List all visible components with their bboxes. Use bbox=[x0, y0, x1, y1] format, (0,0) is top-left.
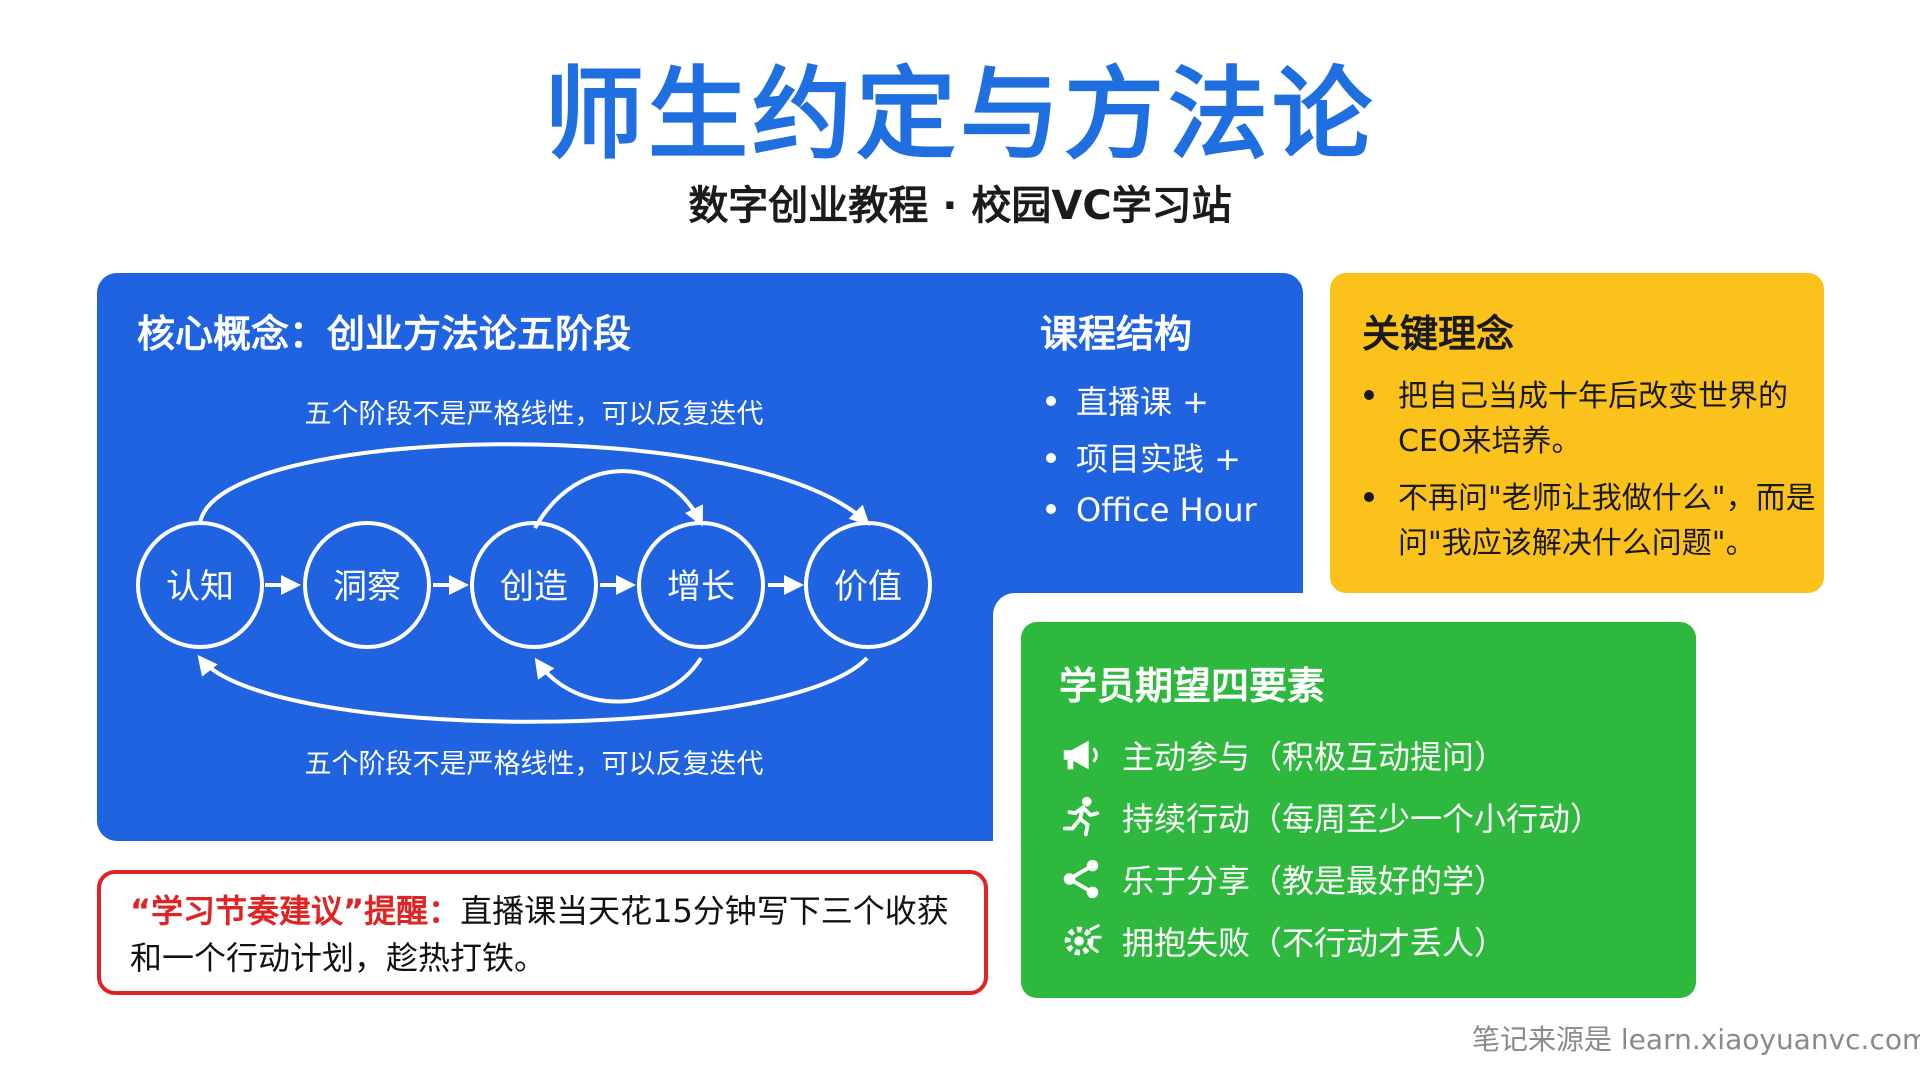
source-footer: 笔记来源是 learn.xiaoyuanvc.com bbox=[1472, 1023, 1920, 1056]
stage-node-1: 认知 bbox=[136, 521, 264, 649]
reminder-label: “学习节奏建议”提醒： bbox=[130, 892, 461, 930]
course-item: 直播课 + bbox=[1046, 377, 1209, 423]
expectation-text: 乐于分享（教是最好的学） bbox=[1122, 862, 1507, 900]
core-concept-title: 核心概念：创业方法论五阶段 bbox=[137, 312, 632, 356]
iteration-note-top: 五个阶段不是严格线性，可以反复迭代 bbox=[305, 399, 764, 430]
course-item-label: Office Hour bbox=[1076, 491, 1257, 529]
iteration-note-bottom: 五个阶段不是严格线性，可以反复迭代 bbox=[305, 749, 764, 780]
inner-loop-top-arrow bbox=[533, 469, 703, 529]
expectation-item: 拥抱失败（不行动才丢人） bbox=[1058, 917, 1506, 965]
expectation-text: 持续行动（每周至少一个小行动） bbox=[1122, 800, 1603, 838]
inner-loop-bottom-arrow bbox=[534, 656, 703, 704]
gear-broken-icon bbox=[1064, 924, 1102, 956]
expectation-item: 持续行动（每周至少一个小行动） bbox=[1058, 793, 1602, 841]
course-structure-title: 课程结构 bbox=[1040, 312, 1193, 356]
expectation-text: 拥抱失败（不行动才丢人） bbox=[1122, 924, 1507, 962]
outer-loop-bottom-arrow bbox=[197, 654, 869, 724]
reminder-text: “学习节奏建议”提醒：直播课当天花15分钟写下三个收获和一个行动计划，趁热打铁。 bbox=[130, 888, 970, 982]
course-item: 项目实践 + bbox=[1046, 434, 1241, 480]
key-ideas-title: 关键理念 bbox=[1362, 312, 1515, 356]
key-idea-item: 不再问"老师让我做什么"，而是问"我应该解决什么问题"。 bbox=[1364, 476, 1838, 566]
page-title: 师生约定与方法论 bbox=[544, 56, 1376, 173]
stage-node-4: 增长 bbox=[637, 521, 765, 649]
stage-cycle-diagram: 认知 洞察 创造 增长 价值 五个阶段不是严格线性，可以反复迭代 五个阶段不是严… bbox=[136, 399, 932, 780]
key-idea-item: 把自己当成十年后改变世界的CEO来培养。 bbox=[1364, 374, 1838, 464]
stage-label-4: 增长 bbox=[667, 567, 735, 607]
reminder-body: 直播课当天花15分钟写下三个收获和一个行动计划，趁热打铁。 bbox=[130, 892, 949, 977]
bullet-icon bbox=[1364, 389, 1374, 400]
stage-label-3: 创造 bbox=[500, 567, 568, 607]
reminder-box bbox=[97, 870, 988, 995]
stage-label-5: 价值 bbox=[834, 567, 902, 607]
expectation-item: 主动参与（积极互动提问） bbox=[1058, 731, 1506, 779]
key-ideas-panel bbox=[1330, 273, 1824, 593]
course-item-label: 项目实践 + bbox=[1076, 440, 1241, 478]
share-icon bbox=[1063, 859, 1099, 899]
expectation-item: 乐于分享（教是最好的学） bbox=[1058, 855, 1506, 903]
key-idea-text: 把自己当成十年后改变世界的CEO来培养。 bbox=[1398, 379, 1788, 459]
running-person-icon bbox=[1062, 796, 1100, 837]
megaphone-icon bbox=[1063, 740, 1098, 770]
expectations-title: 学员期望四要素 bbox=[1059, 664, 1326, 708]
bullet-icon bbox=[1364, 491, 1374, 502]
stage-label-1: 认知 bbox=[166, 567, 234, 607]
bullet-icon bbox=[1046, 396, 1056, 406]
bullet-icon bbox=[1046, 453, 1056, 463]
expectations-panel bbox=[1021, 622, 1696, 998]
course-item: Office Hour bbox=[1046, 491, 1257, 529]
page-subtitle: 数字创业教程 · 校园VC学习站 bbox=[688, 183, 1232, 229]
stage-label-2: 洞察 bbox=[333, 567, 401, 607]
stage-node-3: 创造 bbox=[470, 521, 598, 649]
course-item-label: 直播课 + bbox=[1076, 383, 1209, 421]
outer-loop-top-arrow bbox=[198, 442, 870, 526]
key-idea-text: 不再问"老师让我做什么"，而是问"我应该解决什么问题"。 bbox=[1398, 481, 1816, 561]
stage-node-5: 价值 bbox=[804, 521, 932, 649]
stage-node-2: 洞察 bbox=[303, 521, 431, 649]
expectation-text: 主动参与（积极互动提问） bbox=[1122, 738, 1507, 776]
bullet-icon bbox=[1046, 504, 1056, 514]
